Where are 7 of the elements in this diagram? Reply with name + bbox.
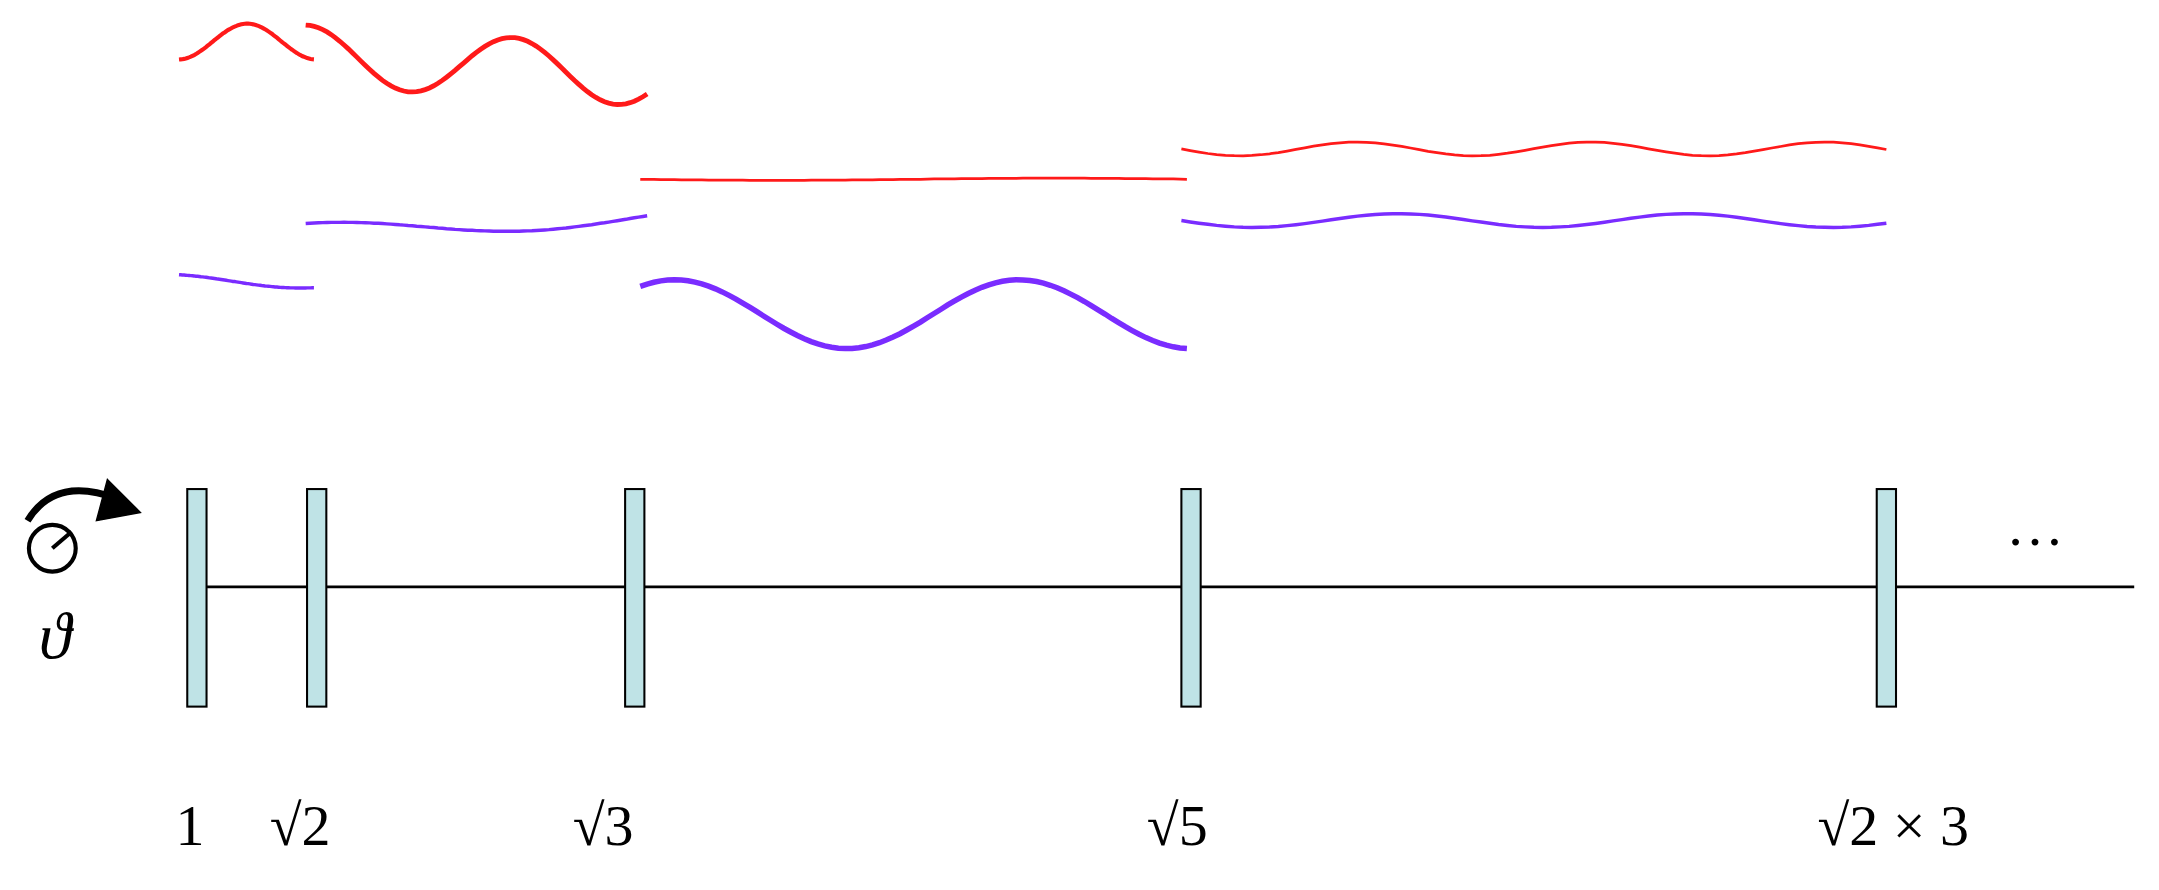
plate-label: √2 × 3 bbox=[1817, 797, 1969, 856]
plate-label: √3 bbox=[572, 797, 634, 856]
plate-label: √2 bbox=[269, 797, 331, 856]
angle-symbol: ϑ bbox=[38, 603, 72, 670]
plate-label: √5 bbox=[1146, 797, 1208, 856]
ellipsis: … bbox=[2006, 496, 2065, 555]
plate-label: 1 bbox=[175, 797, 205, 856]
